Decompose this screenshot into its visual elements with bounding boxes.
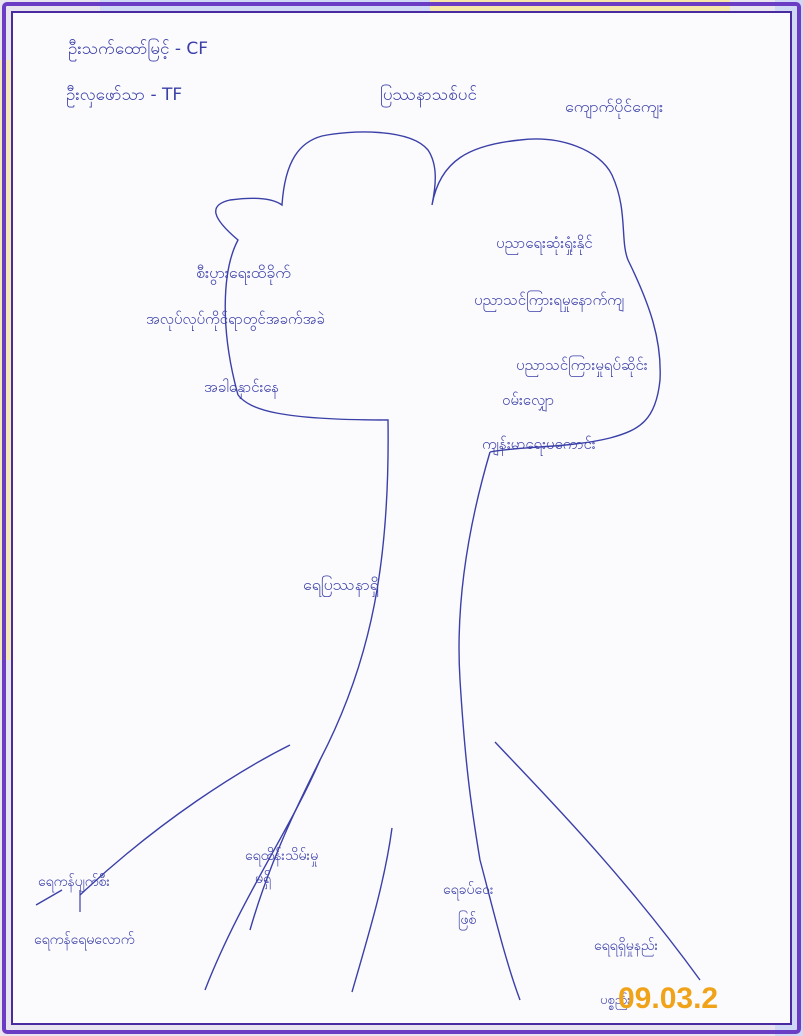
- canopy-item: အခါနှောင်းနေ: [204, 378, 279, 399]
- root-item: ရေရရှိမှုနည်း: [594, 938, 658, 956]
- root-tip-left: [35, 889, 63, 906]
- canopy-outline: [215, 131, 661, 453]
- header-title: ပြဿနာသစ်ပင်: [380, 83, 477, 108]
- root-item: ရေကန်ပျက်စီး: [38, 874, 110, 892]
- canopy-item: ဝမ်းလျှော: [502, 391, 554, 412]
- root-item: ပစ္စည်း: [600, 992, 631, 1010]
- root-item: မရှိ: [255, 871, 271, 889]
- root-center: [351, 827, 393, 993]
- header-place: ကျောက်ပိုင်ကျေး: [565, 97, 663, 119]
- canopy-item: စီးပွားရေးထိခိုက်: [196, 263, 291, 285]
- tree-drawing: [35, 131, 701, 1001]
- header-tf: ဦးလှဖော်သာ - TF: [66, 85, 182, 108]
- canopy-item: ကျန်းမာရေးမကောင်း: [482, 435, 596, 456]
- root-item: ရေကန်ရေမလောက်: [34, 932, 135, 950]
- canopy-item: ပညာသင်ကြားမှုရပ်ဆိုင်း: [516, 355, 648, 377]
- paper-sheet: [11, 11, 792, 1025]
- root-item: ရေခပ်ဝေး: [443, 882, 494, 900]
- root-item: ရေထိန်းသိမ်းမှု: [245, 848, 318, 866]
- canopy-item: ပညာရေးဆုံးရှုံးနိုင်: [496, 234, 593, 255]
- canopy-item: ပညာသင်ကြားရမှုနောက်ကျ: [474, 290, 624, 312]
- canopy-item: အလုပ်လုပ်ကိုင်ရာတွင်အခက်အခဲ: [146, 310, 325, 331]
- trunk-right: [458, 451, 521, 1001]
- root-item: ဖြစ်: [458, 911, 476, 930]
- header-cf: ဦးသက်ထော်မြင့် - CF: [68, 37, 208, 62]
- trunk-label: ရေပြဿနာရှိ: [303, 575, 379, 597]
- root-left-outer: [79, 744, 291, 896]
- root-right-outer: [494, 741, 701, 981]
- date-stamp: 09.03.2: [618, 982, 718, 1015]
- root-left-inner: [204, 759, 321, 991]
- trunk-left: [237, 394, 389, 931]
